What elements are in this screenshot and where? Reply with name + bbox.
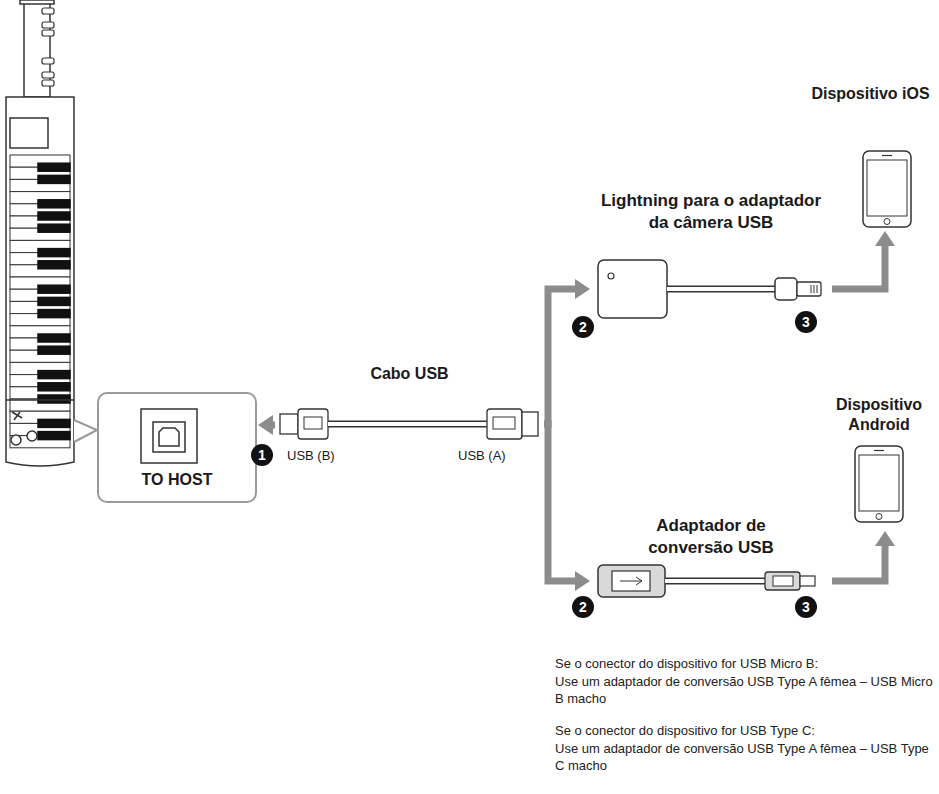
black-key <box>38 395 70 403</box>
connector-arrow <box>258 415 275 435</box>
connector-arrow <box>544 279 590 424</box>
note-text: Use um adaptador de conversão USB Type A… <box>555 673 935 707</box>
keyboard-keys <box>10 155 70 448</box>
usb-conversion-adapter: Adaptador de conversão USB <box>590 515 832 600</box>
arrowhead <box>875 231 895 246</box>
ios-device-art <box>808 85 933 230</box>
black-key <box>38 419 70 427</box>
connector-line <box>544 424 575 581</box>
black-key <box>38 297 70 305</box>
slider <box>42 80 54 86</box>
black-key <box>38 383 70 391</box>
slider <box>42 72 54 78</box>
black-key <box>38 212 70 220</box>
port-callout-box: TO HOST <box>97 392 257 503</box>
connector-arrow <box>544 424 590 591</box>
note-text: Se o conector do dispositivo for USB Typ… <box>555 722 935 739</box>
connector-line <box>544 289 575 424</box>
black-key <box>38 334 70 342</box>
usb-cable: Cabo USB USB (B) USB (A) <box>275 365 544 470</box>
connector-arrow <box>832 231 895 289</box>
callout-number: 3 <box>795 596 817 618</box>
keyboard-body <box>6 97 74 466</box>
slider <box>42 22 54 28</box>
keyboard-neck-top <box>20 0 54 4</box>
black-key <box>38 163 70 171</box>
node-title: Lightning para o adaptador da câmera USB <box>596 190 826 234</box>
note-text: Use um adaptador de conversão USB Type A… <box>555 740 935 774</box>
node-title: TO HOST <box>99 471 255 489</box>
black-key <box>38 261 70 269</box>
callout-pointer <box>74 420 97 442</box>
black-key <box>38 432 70 440</box>
android-device: Dispositivo Android <box>825 395 933 530</box>
callout-number: 2 <box>572 596 594 618</box>
lightning-adapter: Lightning para o adaptador da câmera USB <box>590 190 832 320</box>
black-key <box>38 310 70 318</box>
connector-arrow <box>832 531 895 581</box>
port-callout-box-art <box>99 394 257 505</box>
black-key <box>38 371 70 379</box>
callout-number: 3 <box>795 311 817 333</box>
node-title: Dispositivo Android <box>825 395 933 435</box>
plug-label: USB (A) <box>458 448 506 463</box>
keyboard-knob <box>27 431 37 441</box>
keyboard-lower-edge <box>6 399 74 401</box>
keyboard-panel <box>10 118 48 148</box>
black-key <box>38 346 70 354</box>
keyboard-knob <box>11 435 21 445</box>
slider <box>42 8 54 14</box>
black-key <box>38 175 70 183</box>
arrowhead <box>575 571 590 591</box>
neck-sliders <box>42 8 54 86</box>
plug-label: USB (B) <box>287 448 335 463</box>
keyboard-symbol <box>12 412 22 420</box>
android-device-art <box>825 395 933 530</box>
connector-line <box>273 422 275 429</box>
black-key <box>38 249 70 257</box>
connector-line <box>832 546 885 581</box>
arrowhead <box>258 415 273 435</box>
slider <box>42 58 54 64</box>
ios-device: Dispositivo iOS <box>808 85 933 230</box>
node-title: Adaptador de conversão USB <box>631 515 791 559</box>
callout-number: 2 <box>572 316 594 338</box>
arrowhead <box>875 531 895 546</box>
arrowhead <box>575 279 590 299</box>
slider <box>42 30 54 36</box>
black-key <box>38 200 70 208</box>
node-title: Dispositivo iOS <box>808 85 933 103</box>
black-key <box>38 285 70 293</box>
callout-number: 1 <box>251 444 273 466</box>
note-text: Se o conector do dispositivo for USB Mic… <box>555 655 935 672</box>
black-key <box>38 224 70 232</box>
node-title: Cabo USB <box>275 365 544 383</box>
connector-line <box>832 246 885 289</box>
